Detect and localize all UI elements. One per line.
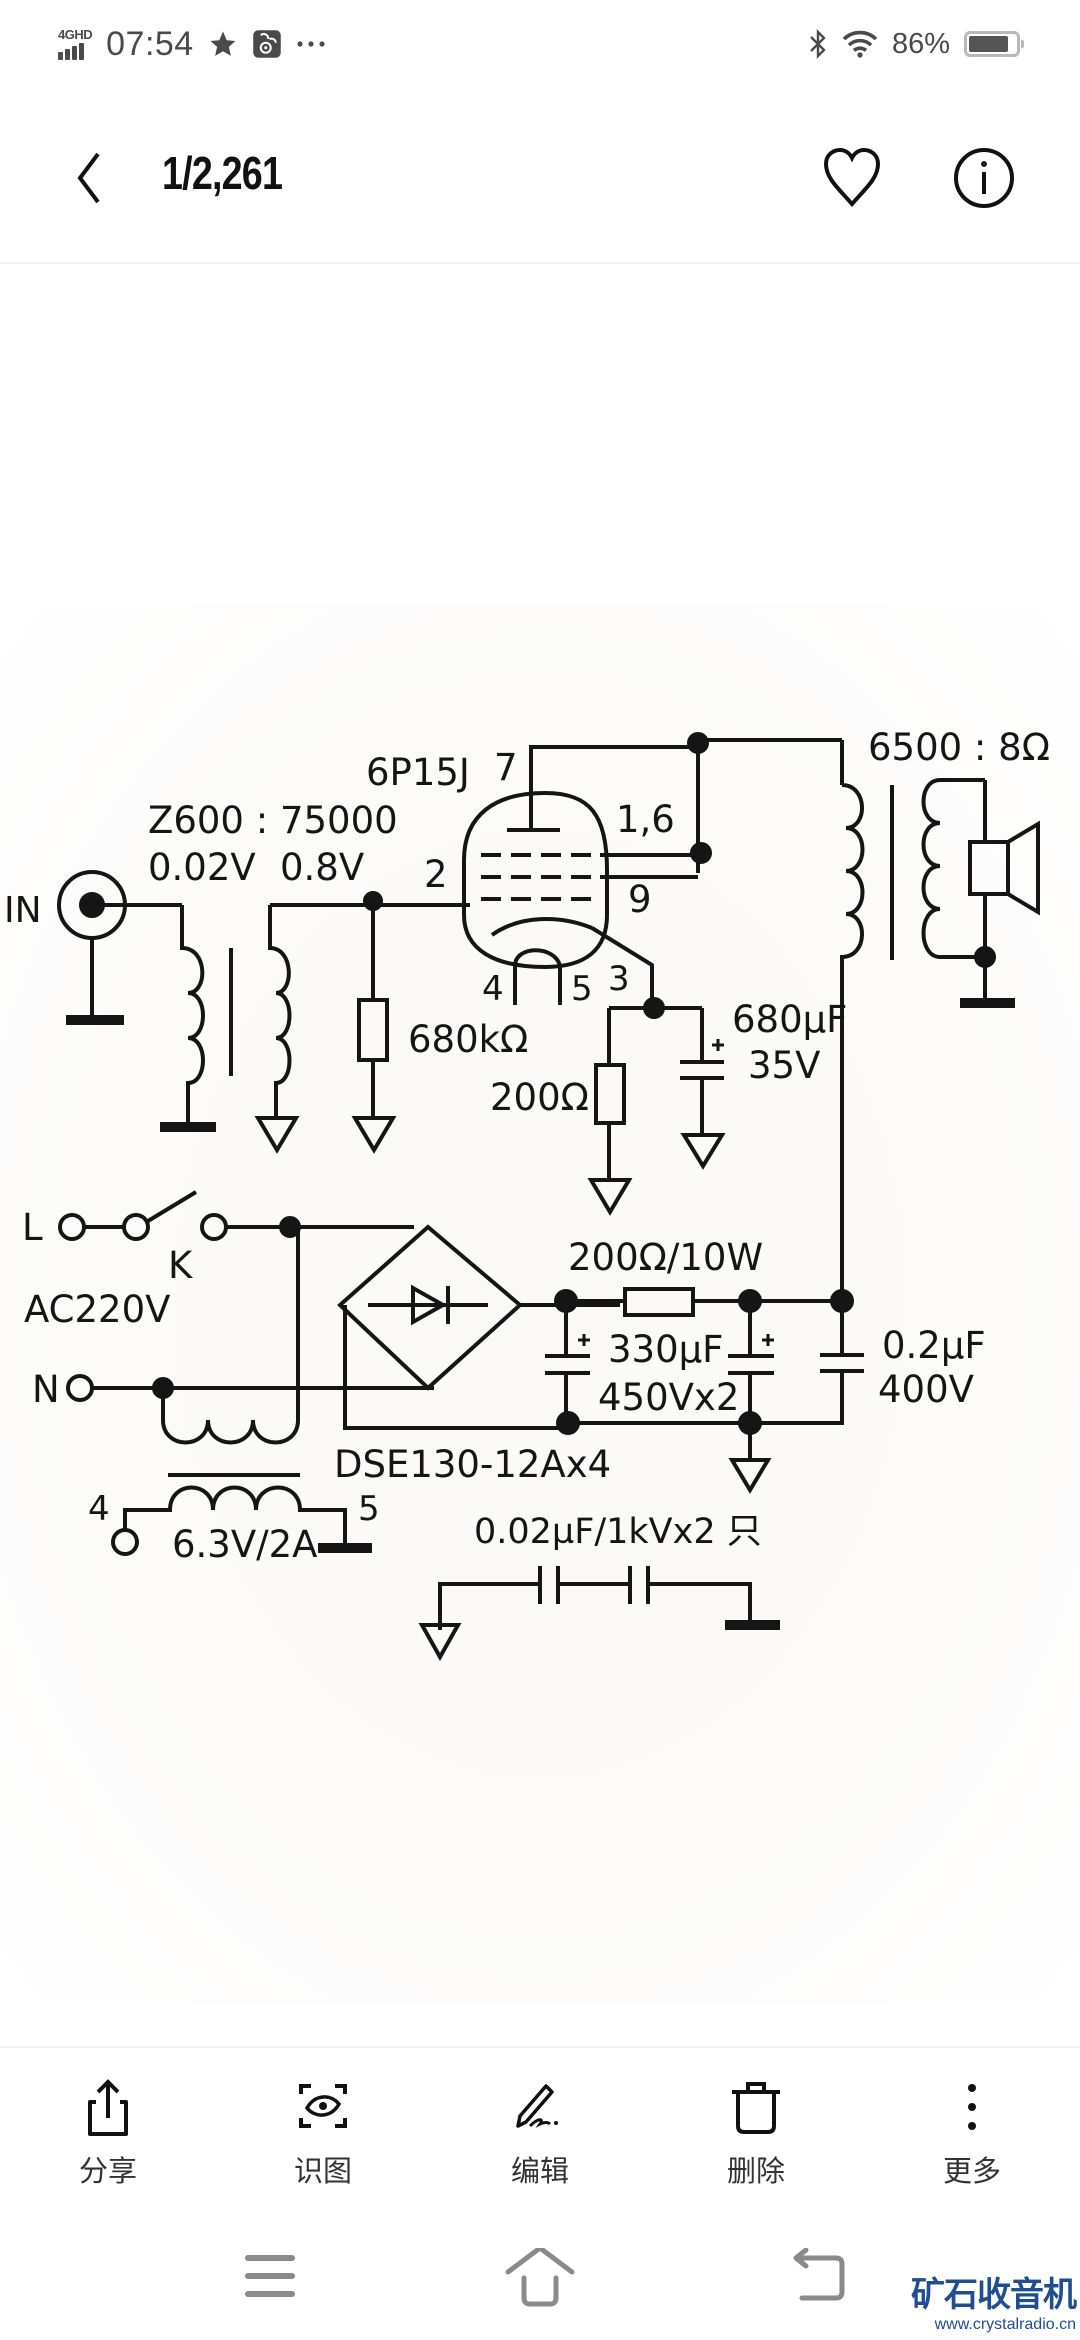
viewer-header: 1/2,261: [0, 90, 1080, 264]
status-bar: 4GHD 07:54 86%: [0, 0, 1080, 90]
battery-percent: 86%: [891, 27, 950, 60]
home-icon: [505, 2245, 575, 2307]
back-button[interactable]: [66, 148, 122, 208]
bluetooth-icon: [810, 29, 826, 59]
more-vertical-icon: [968, 2084, 976, 2130]
more-dots-icon: [297, 41, 325, 47]
battery-fill: [969, 36, 1008, 52]
uc-browser-icon: [252, 30, 281, 58]
schematic-photo[interactable]: [0, 604, 1080, 2004]
delete-label: 删除: [726, 2154, 785, 2188]
wifi-icon: [842, 30, 878, 58]
back-icon: [793, 2247, 845, 2301]
share-icon: [88, 2079, 128, 2136]
system-back-button[interactable]: [784, 2247, 864, 2308]
edit-label: 编辑: [510, 2154, 569, 2188]
star-icon: [210, 31, 236, 56]
delete-icon: [732, 2082, 780, 2134]
edit-button[interactable]: 编辑: [470, 2074, 610, 2194]
watermark-url: www.crystalradio.cn: [934, 2316, 1076, 2333]
more-button[interactable]: 更多: [902, 2074, 1042, 2194]
image-recognition-icon: [299, 2084, 347, 2128]
more-label: 更多: [942, 2154, 1001, 2188]
network-type: 4GHD: [58, 27, 93, 42]
image-recognition-button[interactable]: 识图: [253, 2074, 393, 2194]
menu-icon: [245, 2255, 295, 2297]
chevron-left-icon: [77, 152, 100, 204]
image-recognition-label: 识图: [293, 2154, 352, 2188]
share-label: 分享: [78, 2154, 137, 2188]
watermark: 矿石收音机 www.crystalradio.cn: [911, 2275, 1077, 2334]
recent-apps-button[interactable]: [232, 2248, 312, 2308]
share-button[interactable]: 分享: [38, 2074, 178, 2194]
clock: 07:54: [106, 24, 194, 63]
cellular-signal-icon: 4GHD: [58, 27, 93, 60]
heart-outline-icon: [823, 147, 881, 208]
edit-icon: [516, 2084, 558, 2128]
favorite-button[interactable]: [818, 144, 886, 212]
image-viewer[interactable]: [0, 264, 1080, 2044]
battery-icon: [964, 31, 1024, 57]
info-button[interactable]: [952, 146, 1016, 210]
watermark-name: 矿石收音机: [911, 2275, 1077, 2315]
home-button[interactable]: [500, 2245, 580, 2308]
bottom-toolbar: 分享 识图 编辑 删除 更多: [0, 2046, 1080, 2208]
info-circle-icon: [954, 148, 1014, 208]
image-counter: 1/2,261: [162, 147, 283, 199]
delete-button[interactable]: 删除: [686, 2074, 826, 2194]
system-nav-bar: 矿石收音机 www.crystalradio.cn: [0, 2206, 1080, 2340]
